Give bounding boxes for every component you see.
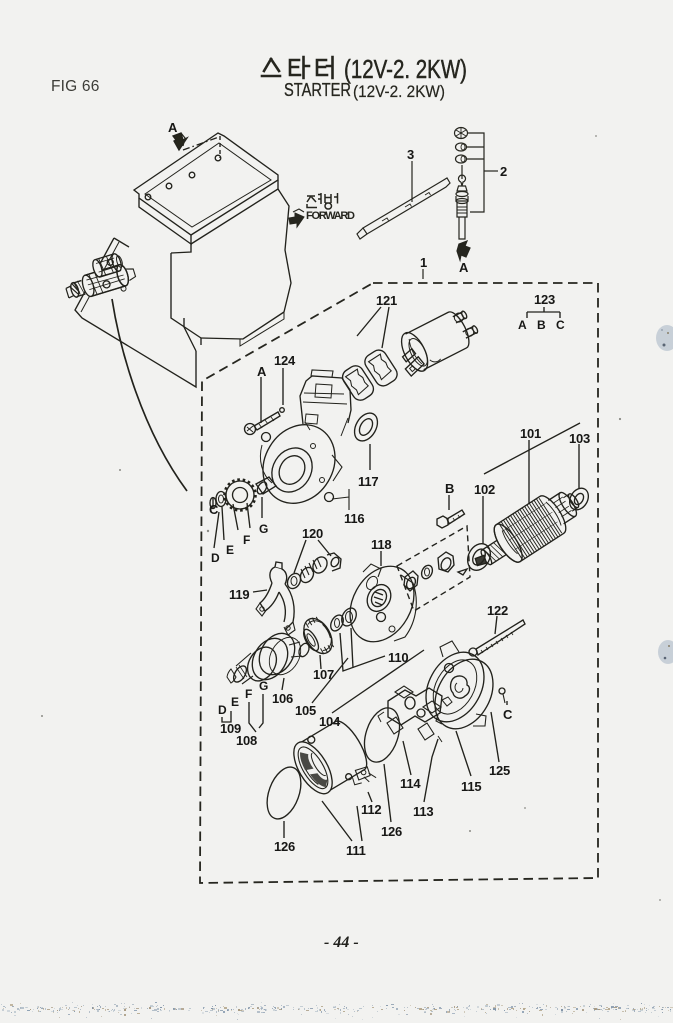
svg-text:102: 102 <box>474 482 495 497</box>
svg-text:125: 125 <box>489 763 510 778</box>
svg-text:C: C <box>209 502 219 517</box>
svg-text:A: A <box>257 364 267 379</box>
svg-text:110: 110 <box>388 650 408 665</box>
svg-text:126: 126 <box>274 839 295 854</box>
svg-text:101: 101 <box>520 426 541 441</box>
svg-text:E: E <box>231 695 239 709</box>
svg-text:2: 2 <box>500 164 507 179</box>
svg-text:FORWARD: FORWARD <box>306 210 355 222</box>
svg-text:F: F <box>243 533 250 547</box>
svg-text:118: 118 <box>371 537 391 552</box>
svg-text:111: 111 <box>346 843 366 858</box>
svg-text:113: 113 <box>413 804 433 819</box>
svg-text:120: 120 <box>302 526 323 541</box>
svg-text:B: B <box>445 481 454 496</box>
svg-text:126: 126 <box>381 824 402 839</box>
svg-text:121: 121 <box>376 293 397 308</box>
svg-text:123: 123 <box>534 292 555 307</box>
svg-text:3: 3 <box>407 147 414 162</box>
svg-text:E: E <box>226 543 234 557</box>
svg-text:1: 1 <box>420 255 427 270</box>
svg-text:FIG 66: FIG 66 <box>51 78 100 95</box>
svg-text:B: B <box>537 318 546 332</box>
svg-text:124: 124 <box>274 353 296 368</box>
svg-text:117: 117 <box>358 474 378 489</box>
svg-text:112: 112 <box>361 802 381 817</box>
svg-text:122: 122 <box>487 603 508 618</box>
svg-text:A: A <box>459 260 469 275</box>
svg-text:A: A <box>518 318 527 332</box>
svg-text:116: 116 <box>344 511 364 526</box>
svg-text:A: A <box>168 120 178 135</box>
svg-text:G: G <box>259 679 268 693</box>
svg-text:F: F <box>245 687 252 701</box>
svg-text:105: 105 <box>295 703 316 718</box>
svg-text:G: G <box>259 522 268 536</box>
svg-text:103: 103 <box>569 431 590 446</box>
svg-text:(12V-2. 2KW): (12V-2. 2KW) <box>353 83 445 101</box>
svg-text:- 44 -: - 44 - <box>324 934 359 951</box>
svg-text:114: 114 <box>400 776 421 791</box>
svg-text:115: 115 <box>461 779 481 794</box>
svg-text:C: C <box>556 318 565 332</box>
svg-text:106: 106 <box>272 691 293 706</box>
svg-text:STARTER: STARTER <box>284 80 351 100</box>
svg-text:D: D <box>218 703 227 717</box>
svg-text:104: 104 <box>319 714 341 729</box>
svg-text:(12V-2. 2KW): (12V-2. 2KW) <box>344 54 467 84</box>
svg-text:119: 119 <box>229 587 249 602</box>
svg-text:109: 109 <box>220 721 241 736</box>
svg-text:D: D <box>211 551 220 565</box>
svg-text:108: 108 <box>236 733 257 748</box>
svg-text:107: 107 <box>313 667 334 682</box>
svg-text:C: C <box>503 707 513 722</box>
